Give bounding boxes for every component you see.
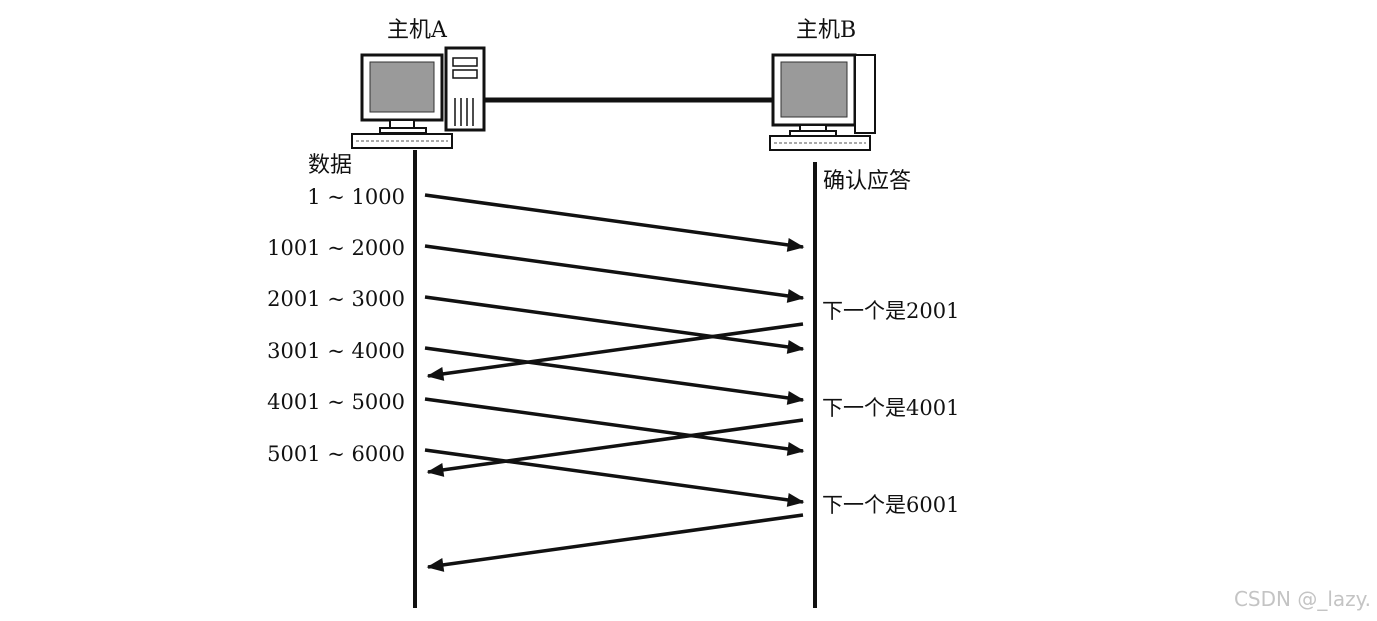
ack-arrow <box>428 324 803 376</box>
data-arrow <box>425 399 803 451</box>
host-b-label: 主机B <box>796 18 856 43</box>
ack-label: 下一个是6001 <box>822 493 959 517</box>
data-segment-label: 3001 ~ 4000 <box>267 339 405 363</box>
host-a-label: 主机A <box>387 18 448 43</box>
data-segment-label: 2001 ~ 3000 <box>267 287 405 311</box>
ack-arrow <box>428 515 803 567</box>
data-segment-label: 5001 ~ 6000 <box>267 442 405 466</box>
data-arrow <box>425 450 803 502</box>
watermark: CSDN @_lazy. <box>1234 587 1371 611</box>
data-segment-label: 1001 ~ 2000 <box>267 236 405 260</box>
receiver-column-label: 确认应答 <box>823 169 911 194</box>
data-arrow <box>425 195 803 247</box>
data-segment-label: 1 ~ 1000 <box>307 185 405 209</box>
data-arrow <box>425 246 803 298</box>
host-b-computer-icon <box>770 55 875 150</box>
data-arrow <box>425 348 803 400</box>
ack-arrow <box>428 420 803 472</box>
ack-label: 下一个是2001 <box>822 299 959 323</box>
host-a-computer-icon <box>352 48 484 148</box>
data-arrow <box>425 297 803 349</box>
data-segment-label: 4001 ~ 5000 <box>267 390 405 414</box>
ack-label: 下一个是4001 <box>822 396 959 420</box>
sender-column-label: 数据 <box>308 153 352 178</box>
